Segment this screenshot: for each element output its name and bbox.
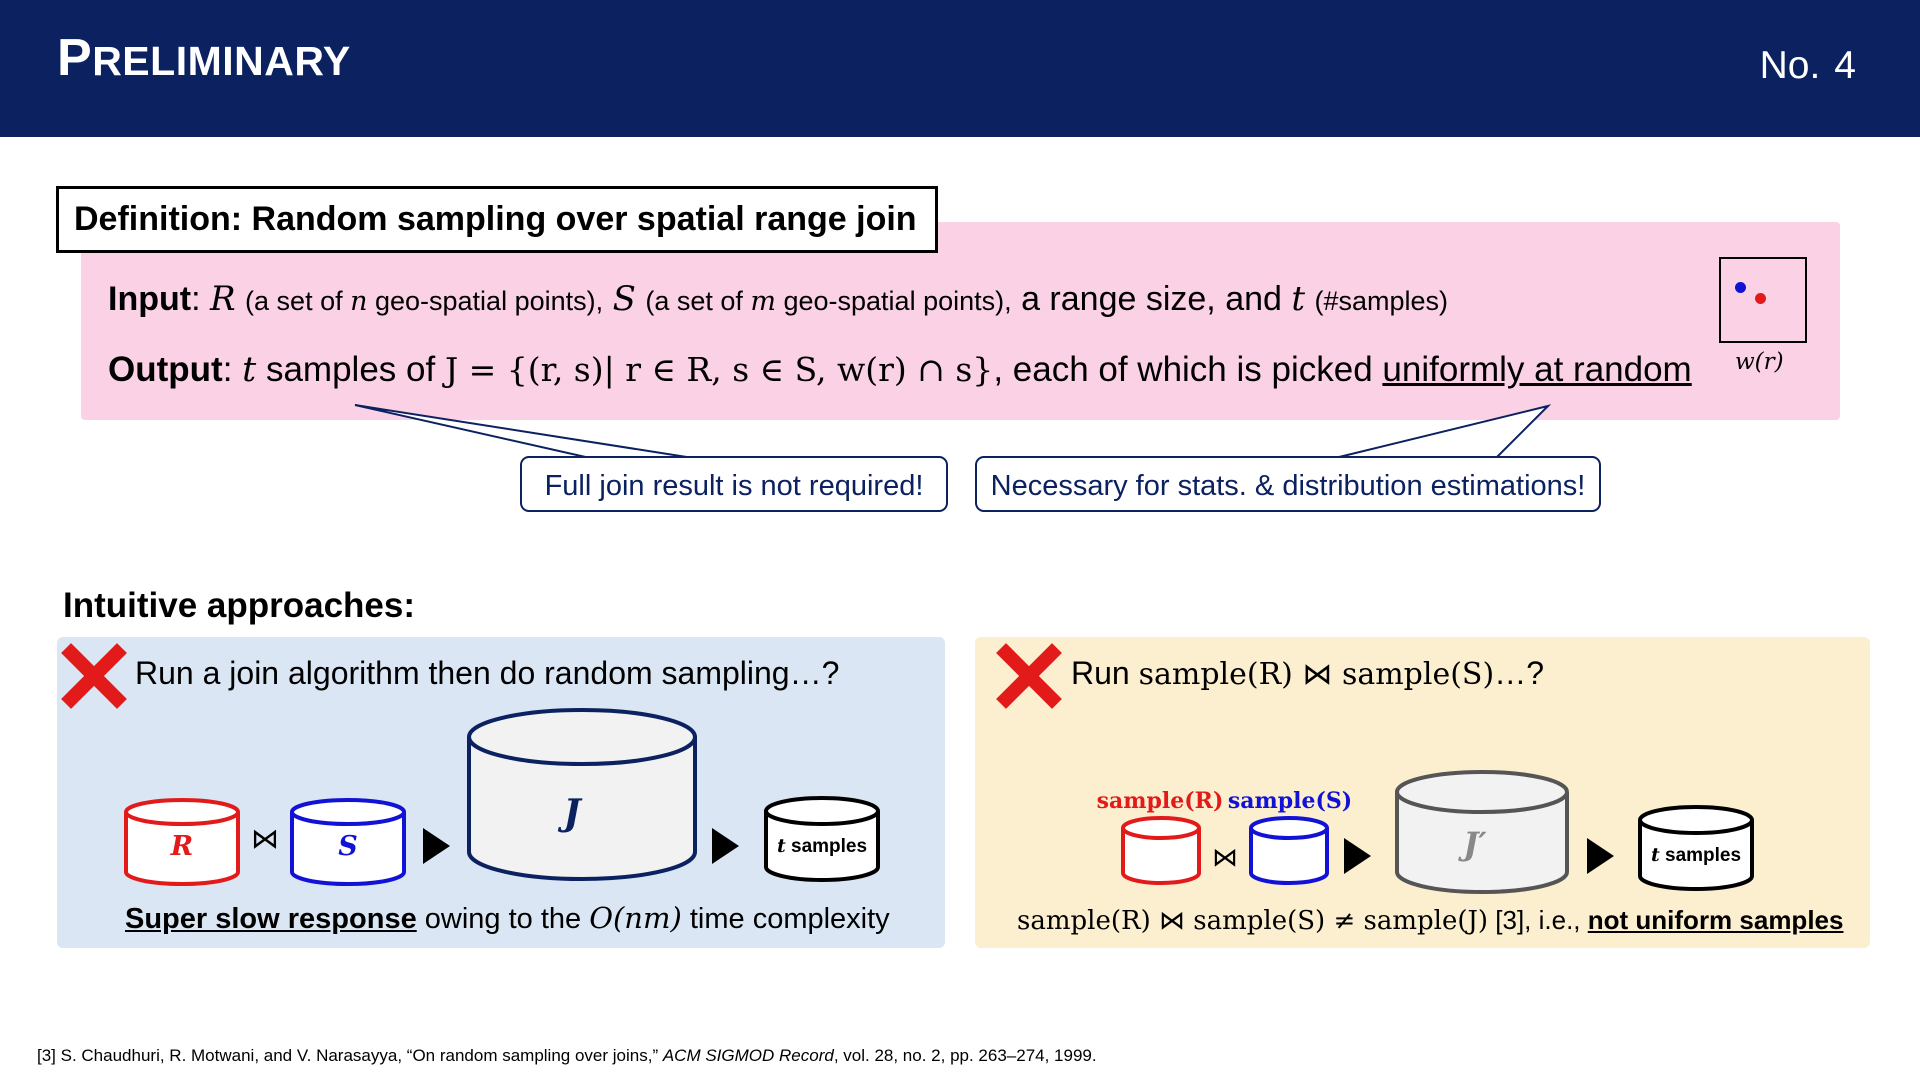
input-label: Input (108, 280, 192, 318)
math-S: S (612, 279, 636, 319)
R-description: (a set of n geo-spatial points), (245, 286, 604, 317)
non-uniform-math: sample(R) ⋈ sample(S) ≠ sample(J) (1017, 906, 1489, 936)
callout-right: Necessary for stats. & distribution esti… (975, 456, 1601, 512)
svg-text:t samples: t samples (1651, 844, 1741, 866)
db-R-label: R (170, 831, 193, 862)
run-text: Run (1071, 655, 1139, 691)
owing-text: owing to the (416, 903, 590, 935)
page-label: No. (1759, 44, 1821, 87)
arrow-icon-4 (1587, 838, 1614, 874)
right-conclusion: sample(R) ⋈ sample(S) ≠ sample(J) [3], i… (1017, 904, 1843, 937)
uniformly-at-random: uniformly at random (1382, 350, 1692, 389)
math-R: R (209, 279, 236, 319)
join-symbol: ⋈ (251, 822, 279, 855)
window-label: w(r) (1735, 349, 1784, 375)
math-n: n (350, 286, 368, 317)
header-bar: PRELIMINARY No. 4 (0, 0, 1920, 137)
r-desc-pre: (a set of (245, 286, 351, 316)
database-samples-icon: t samples (764, 796, 880, 882)
footnote-authors: [3] S. Chaudhuri, R. Motwani, and V. Nar… (37, 1046, 663, 1065)
db-S-label: S (338, 831, 358, 862)
footnote-journal: ACM SIGMOD Record (662, 1046, 834, 1065)
r-desc-post: geo-spatial points), (367, 286, 604, 316)
sample-S-label: sample(S) (1228, 788, 1352, 814)
sample-join-math: sample(R) ⋈ sample(S) (1138, 657, 1495, 692)
sample-R-label: sample(R) (1097, 788, 1224, 814)
arrow-icon-3 (1344, 838, 1371, 874)
database-samples-icon-2: t samples (1638, 805, 1754, 891)
page-number-value: 4 (1834, 44, 1856, 87)
super-slow-text: Super slow response (125, 903, 417, 935)
footnote-details: , vol. 28, no. 2, pp. 263–274, 1999. (833, 1046, 1097, 1065)
not-uniform-text: not uniform samples (1587, 905, 1844, 935)
database-R-icon: R (124, 798, 240, 886)
range-window-box (1719, 257, 1807, 343)
complexity-math: O(nm) (589, 901, 682, 935)
right-question: Run sample(R) ⋈ sample(S)…? (1071, 655, 1544, 692)
left-question: Run a join algorithm then do random samp… (135, 655, 840, 691)
left-conclusion: Super slow response owing to the O(nm) t… (125, 901, 890, 936)
question-end: …? (1494, 655, 1544, 691)
database-S-icon: S (290, 798, 406, 886)
slide-title: PRELIMINARY (57, 28, 351, 88)
definition-title: Definition: Random sampling over spatial… (56, 186, 938, 253)
t-description: (#samples) (1314, 286, 1449, 316)
output-line: Output: t samples of J = {(r, s)| r ∈ R,… (108, 350, 1692, 390)
output-rest: , each of which is picked (993, 350, 1373, 389)
math-m: m (750, 286, 776, 317)
join-symbol-2: ⋈ (1212, 843, 1238, 873)
time-complexity-text: time complexity (681, 903, 890, 935)
right-pointer (1334, 404, 1552, 459)
footnote: [3] S. Chaudhuri, R. Motwani, and V. Nar… (37, 1046, 1097, 1066)
range-text: a range size, and (1021, 280, 1282, 318)
title-first-letter: P (57, 29, 93, 87)
join-formula: J = {(r, s)| r ∈ R, s ∈ S, w(r) ∩ s} (444, 350, 994, 389)
db-t-label: t (777, 835, 786, 857)
db-t-label-2: t (1651, 844, 1660, 866)
s-desc-pre: (a set of (645, 286, 751, 316)
arrow-icon-2 (712, 828, 739, 864)
left-diagram: R ⋈ S J t samples (124, 708, 880, 886)
s-desc-post: geo-spatial points), (775, 286, 1012, 316)
math-t: t (1291, 279, 1306, 319)
callout-left: Full join result is not required! (520, 456, 948, 512)
math-t-output: t (242, 350, 257, 390)
arrow-icon (423, 828, 450, 864)
blue-point (1735, 282, 1746, 293)
database-sample-R-icon (1121, 816, 1201, 885)
database-sample-S-icon (1249, 816, 1329, 885)
page-number: No. 4 (1760, 44, 1856, 88)
definition-box (81, 222, 1840, 420)
samples-of-text: samples of (265, 350, 436, 389)
title-rest: RELIMINARY (92, 38, 351, 84)
svg-text:t samples: t samples (777, 835, 867, 857)
cross-mark-icon-2 (996, 643, 1062, 709)
cross-mark-icon (61, 643, 127, 709)
input-line: Input: R (a set of n geo-spatial points)… (108, 279, 1449, 319)
db-samples-label: samples (786, 836, 867, 857)
reference-text: [3], i.e., (1488, 905, 1588, 935)
database-J-prime-icon: J′ (1395, 770, 1569, 894)
right-diagram: sample(R) sample(S) ⋈ J′ t samples (1097, 770, 1754, 894)
S-description: (a set of m geo-spatial points), (645, 286, 1012, 317)
red-point (1755, 293, 1766, 304)
db-J-prime-label: J′ (1457, 825, 1487, 863)
approaches-heading: Intuitive approaches: (63, 586, 416, 625)
database-J-icon: J (467, 708, 697, 881)
output-label: Output (108, 350, 223, 389)
db-samples-label-2: samples (1660, 845, 1741, 866)
left-pointer (354, 404, 694, 459)
